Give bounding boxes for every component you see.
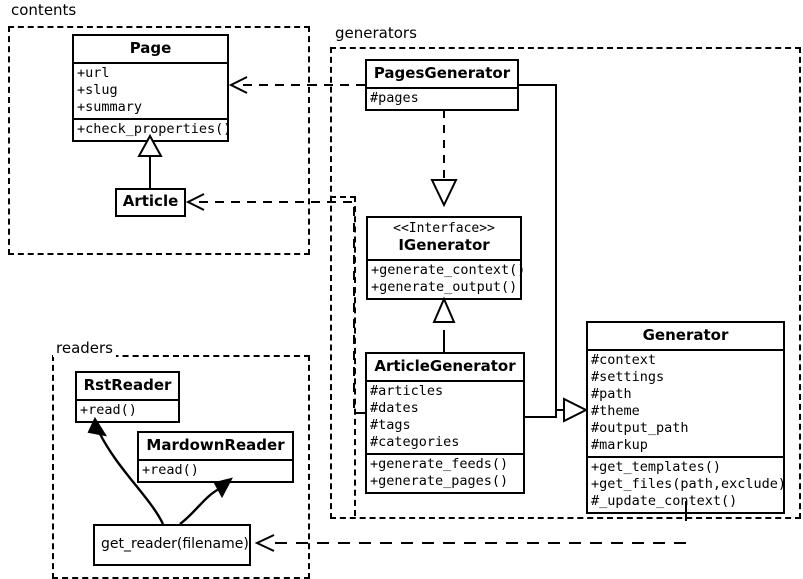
- attribute: +url: [77, 65, 110, 82]
- generalization-arrowhead: [563, 397, 589, 423]
- method: +get_files(path,exclude): [591, 476, 787, 493]
- class-articlegenerator-name: ArticleGenerator: [374, 357, 516, 375]
- generalization-arrowhead: [432, 296, 456, 323]
- attribute: #categories: [370, 434, 460, 451]
- generalization-arrowhead: [137, 133, 163, 157]
- package-readers-label: readers: [53, 339, 116, 357]
- class-rstreader-name: RstReader: [83, 376, 172, 394]
- attribute: #path: [591, 386, 632, 403]
- solid-arrowhead: [213, 477, 233, 499]
- attribute: #markup: [591, 437, 648, 454]
- class-igenerator-name: <<Interface>> IGenerator: [368, 218, 520, 259]
- generalization-articlegenerator-generator: [525, 410, 557, 418]
- method: +generate_output(): [371, 279, 518, 296]
- method: +check_properties(): [77, 121, 232, 138]
- package-generators: [330, 47, 801, 519]
- class-generator-methods: +get_templates() +get_files(path,exclude…: [588, 456, 787, 512]
- class-articlegenerator-methods: +generate_feeds() +generate_pages(): [367, 453, 523, 492]
- class-page-methods: +check_properties(): [74, 118, 232, 140]
- class-igenerator[interactable]: <<Interface>> IGenerator +generate_conte…: [366, 216, 526, 301]
- class-article[interactable]: Article: [115, 188, 186, 217]
- generalization-pagesgenerator-generator: [519, 84, 578, 411]
- realization-arrowhead: [430, 179, 458, 208]
- attribute: #articles: [370, 383, 444, 400]
- function-get-reader-label: get_reader(filename): [101, 536, 249, 552]
- method: +generate_context(): [371, 262, 526, 279]
- package-contents-label: contents: [8, 1, 80, 19]
- attribute: #pages: [370, 90, 419, 107]
- attribute: +slug: [77, 82, 118, 99]
- class-page[interactable]: Page +url +slug +summary +check_properti…: [72, 34, 232, 143]
- class-pagesgenerator[interactable]: PagesGenerator #pages: [365, 59, 519, 112]
- class-rstreader-methods: +read(): [77, 399, 178, 421]
- package-readers: [52, 355, 310, 579]
- attribute: +summary: [77, 99, 143, 116]
- dependency-getreader-rstreader: [97, 431, 165, 525]
- class-page-name: Page: [129, 39, 172, 57]
- attribute: #context: [591, 352, 657, 369]
- dependency-getreader-mardownreader: [179, 487, 220, 525]
- class-pagesgenerator-attributes: #pages: [367, 87, 517, 109]
- dependency-open-arrowhead: [254, 534, 275, 552]
- method: #_update_context(): [591, 493, 738, 510]
- function-get-reader[interactable]: get_reader(filename): [93, 524, 251, 566]
- method: +generate_pages(): [370, 473, 509, 490]
- class-generator[interactable]: Generator #context #settings #path #them…: [586, 321, 787, 515]
- class-pagesgenerator-name: PagesGenerator: [373, 64, 511, 82]
- method: +get_templates(): [591, 459, 722, 476]
- attribute: #dates: [370, 400, 419, 417]
- class-generator-name: Generator: [642, 326, 729, 344]
- attribute: #settings: [591, 369, 665, 386]
- class-articlegenerator-attributes: #articles #dates #tags #categories: [367, 380, 523, 453]
- attribute: #output_path: [591, 420, 689, 437]
- class-mardownreader-name: MardownReader: [146, 436, 285, 454]
- method: +read(): [142, 462, 199, 479]
- dependency-open-arrowhead: [228, 76, 248, 94]
- class-generator-attributes: #context #settings #path #theme #output_…: [588, 349, 783, 456]
- attribute: #tags: [370, 417, 411, 434]
- solid-arrowhead: [87, 416, 108, 437]
- generators-inner-guide-top: [330, 196, 356, 198]
- class-rstreader[interactable]: RstReader +read(): [75, 371, 180, 424]
- class-igenerator-stereotype: <<Interface>>: [393, 221, 495, 236]
- package-contents: [8, 26, 310, 255]
- package-generators-label: generators: [332, 24, 420, 42]
- class-mardownreader-methods: +read(): [139, 459, 292, 481]
- attribute: #theme: [591, 403, 640, 420]
- dependency-open-arrowhead: [185, 193, 205, 211]
- dependency-articlegenerator-article: [193, 201, 365, 414]
- method: +generate_feeds(): [370, 456, 509, 473]
- class-article-name: Article: [122, 192, 179, 210]
- class-igenerator-methods: +generate_context() +generate_output(): [368, 259, 526, 298]
- method: +read(): [80, 402, 137, 419]
- class-articlegenerator[interactable]: ArticleGenerator #articles #dates #tags …: [365, 352, 525, 495]
- class-page-attributes: +url +slug +summary: [74, 62, 227, 118]
- class-igenerator-label: IGenerator: [398, 235, 490, 254]
- class-mardownreader[interactable]: MardownReader +read(): [137, 431, 294, 484]
